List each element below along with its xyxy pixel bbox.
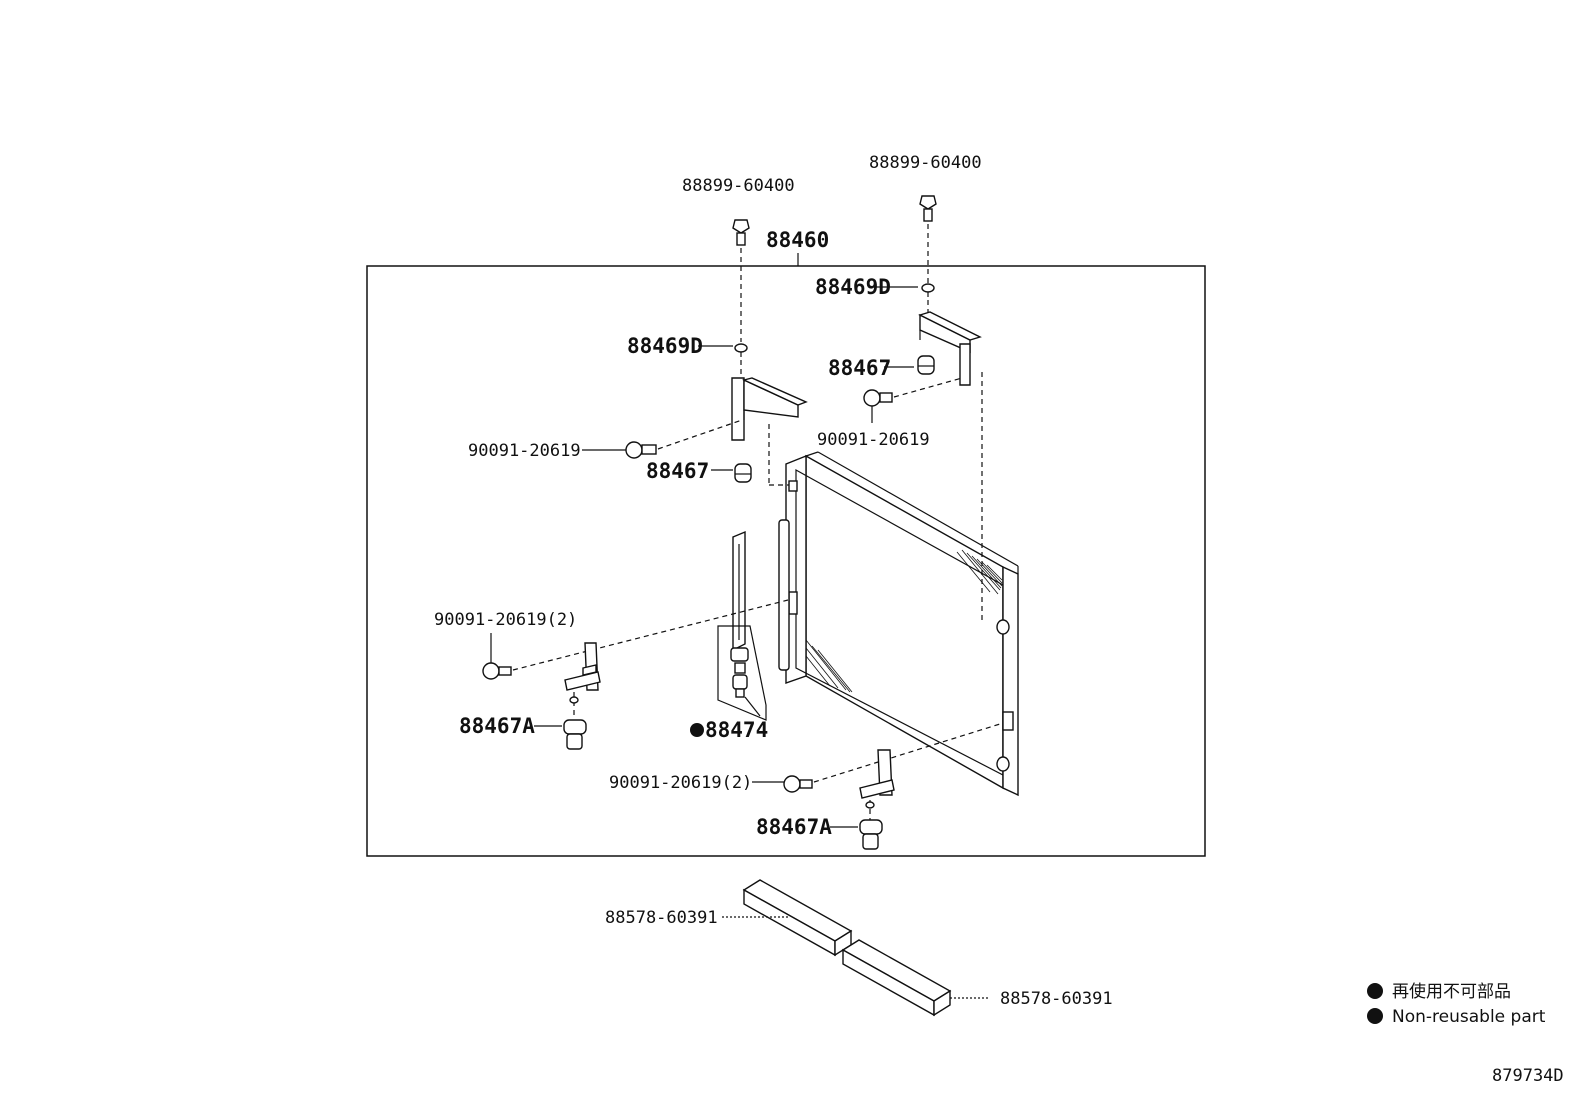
support-lower-right-icon xyxy=(859,801,883,850)
label-seal-right: 88578-60391 xyxy=(1000,989,1113,1009)
label-screw-lower-left: 90091-20619(2) xyxy=(434,610,577,630)
label-screw-lower-right: 90091-20619(2) xyxy=(609,773,752,793)
screw-lower-left-icon xyxy=(482,662,512,680)
drier-icon xyxy=(717,530,767,721)
washer-right-icon xyxy=(921,283,935,297)
label-cushion-left: 88467 xyxy=(646,459,709,483)
label-bolt-top-right: 88899-60400 xyxy=(869,153,982,173)
non-reusable-dot-icon xyxy=(690,723,704,737)
bracket-lower-left-icon xyxy=(564,642,601,691)
cushion-left-icon xyxy=(734,463,752,483)
label-screw-right: 90091-20619 xyxy=(817,430,930,450)
support-lower-left-icon xyxy=(563,696,587,750)
cushion-right-icon xyxy=(917,355,935,375)
condenser-icon xyxy=(778,451,1019,797)
screw-right-icon xyxy=(863,389,893,407)
bracket-lower-right-icon xyxy=(859,749,895,799)
screw-lower-right-icon xyxy=(783,775,813,793)
label-seal-left: 88578-60391 xyxy=(605,908,718,928)
legend-jp: 再使用不可部品 xyxy=(1392,981,1511,1002)
legend-dot-jp-icon xyxy=(1367,983,1383,999)
bracket-right-icon xyxy=(918,311,982,386)
label-support-left: 88467A xyxy=(459,714,535,738)
bracket-left-icon xyxy=(731,377,808,441)
label-screw-left: 90091-20619 xyxy=(468,441,581,461)
label-cushion-right: 88467 xyxy=(828,356,891,380)
label-washer-right: 88469D xyxy=(815,275,891,299)
assembly-label: 88460 xyxy=(766,228,829,252)
assembly-frame xyxy=(366,265,1206,857)
washer-left-icon xyxy=(734,343,748,357)
seal-right-icon xyxy=(841,939,952,1017)
label-washer-left: 88469D xyxy=(627,334,703,358)
legend-dot-en-icon xyxy=(1367,1008,1383,1024)
bolt-top-left-icon xyxy=(732,219,750,246)
label-support-right: 88467A xyxy=(756,815,832,839)
figure-id: 879734D xyxy=(1492,1066,1564,1086)
label-drier: 88474 xyxy=(705,718,768,742)
label-bolt-top-left: 88899-60400 xyxy=(682,176,795,196)
bolt-top-right-icon xyxy=(919,195,937,222)
screw-left-icon xyxy=(625,441,657,459)
seal-left-icon xyxy=(742,879,853,957)
legend-en: Non-reusable part xyxy=(1392,1007,1546,1027)
